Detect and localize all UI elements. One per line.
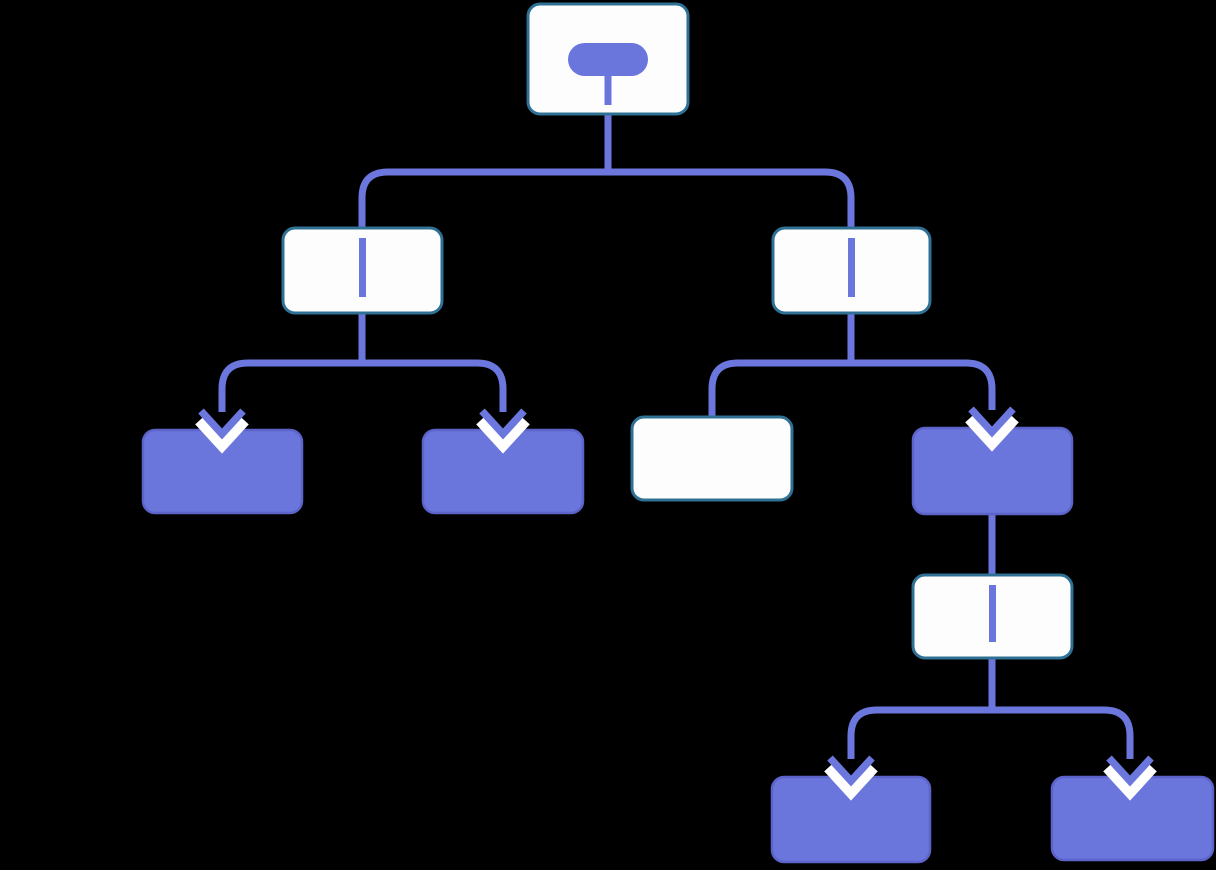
arrowhead-chevron-icon-n1-n3 (198, 408, 246, 440)
split-line-icon (359, 238, 366, 297)
arrowhead-white-chevron-n1-n4 (476, 415, 530, 454)
arrowhead-white-chevron-n7-n9 (1103, 762, 1157, 801)
edge-n7-n9 (988, 658, 1134, 759)
edge-root-n2 (604, 114, 855, 228)
split-line-icon (848, 238, 855, 297)
arrowhead-chevron-icon-n1-n4 (479, 408, 527, 440)
split-line-icon (989, 585, 996, 642)
root-pill-icon (568, 43, 648, 76)
node-child-node-plain (630, 415, 794, 502)
edge-n7-n8 (847, 658, 996, 759)
arrowhead-chevron-icon-n2-n6 (968, 406, 1016, 438)
arrowhead-white-chevron-n1-n3 (195, 415, 249, 454)
edge-n2-n5 (708, 313, 855, 417)
arrowhead-white-chevron-n2-n6 (965, 413, 1019, 452)
root-stem-icon (604, 76, 612, 105)
edge-n1-n3 (218, 313, 366, 412)
edge-n2-n6 (847, 313, 996, 410)
arrowhead-chevron-icon-n7-n9 (1106, 755, 1154, 787)
arrowhead-chevron-icon-n7-n8 (827, 755, 875, 787)
edge-n1-n4 (358, 313, 507, 412)
arrowhead-white-chevron-n7-n8 (824, 762, 878, 801)
edge-root-n1 (358, 114, 612, 228)
